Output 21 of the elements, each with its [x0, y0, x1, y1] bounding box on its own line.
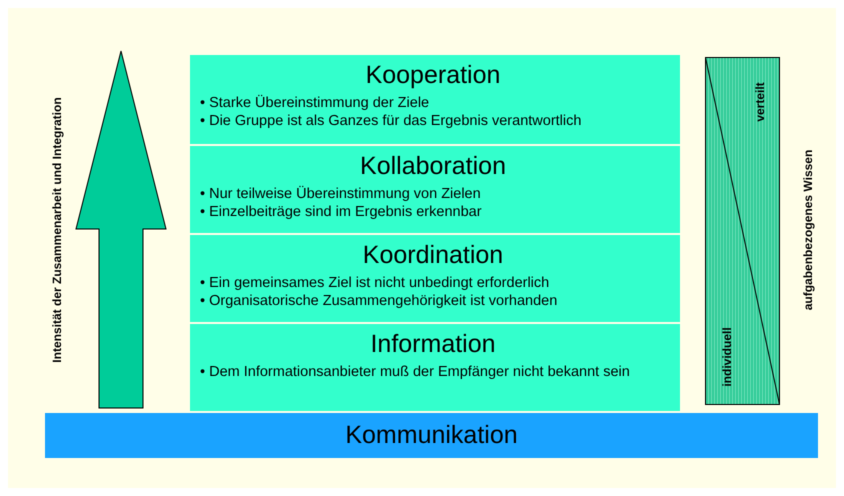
knowledge-bar: [705, 57, 780, 405]
layer-box: [190, 235, 680, 322]
layer-title: Information: [369, 330, 497, 359]
layer-box: [190, 146, 680, 233]
layer-title: Kooperation: [364, 61, 502, 90]
axis-label: aufgabenbezogenes Wissen: [801, 150, 815, 310]
base-bar: Kommunikation: [45, 413, 818, 458]
layer-box: [190, 55, 680, 144]
bullet-item: • Einzelbeiträge sind im Ergebnis erkennbar: [200, 203, 483, 221]
axis-label: Intensität der Zusammenarbeit und Integration: [50, 97, 64, 363]
layer-title: Koordination: [362, 241, 504, 270]
bullet-item: • Ein gemeinsames Ziel ist nicht unbedingt erforderlich: [200, 274, 550, 292]
bullet-item: • Organisatorische Zusammengehörigkeit ist vorhanden: [200, 292, 558, 310]
bullet-item: • Nur teilweise Übereinstimmung von Zielen: [200, 185, 482, 203]
layer-box: [190, 324, 680, 411]
bar-label: individuell: [720, 327, 734, 387]
bullet-item: • Dem Informationsanbieter muß der Empfänger nicht bekannt sein: [200, 363, 631, 381]
layer-title: Kollaboration: [359, 152, 507, 181]
bullet-item: • Die Gruppe ist als Ganzes für das Ergebnis verantwortlich: [200, 112, 582, 130]
bar-label: verteilt: [753, 82, 767, 122]
bullet-item: • Starke Übereinstimmung der Ziele: [200, 94, 430, 112]
